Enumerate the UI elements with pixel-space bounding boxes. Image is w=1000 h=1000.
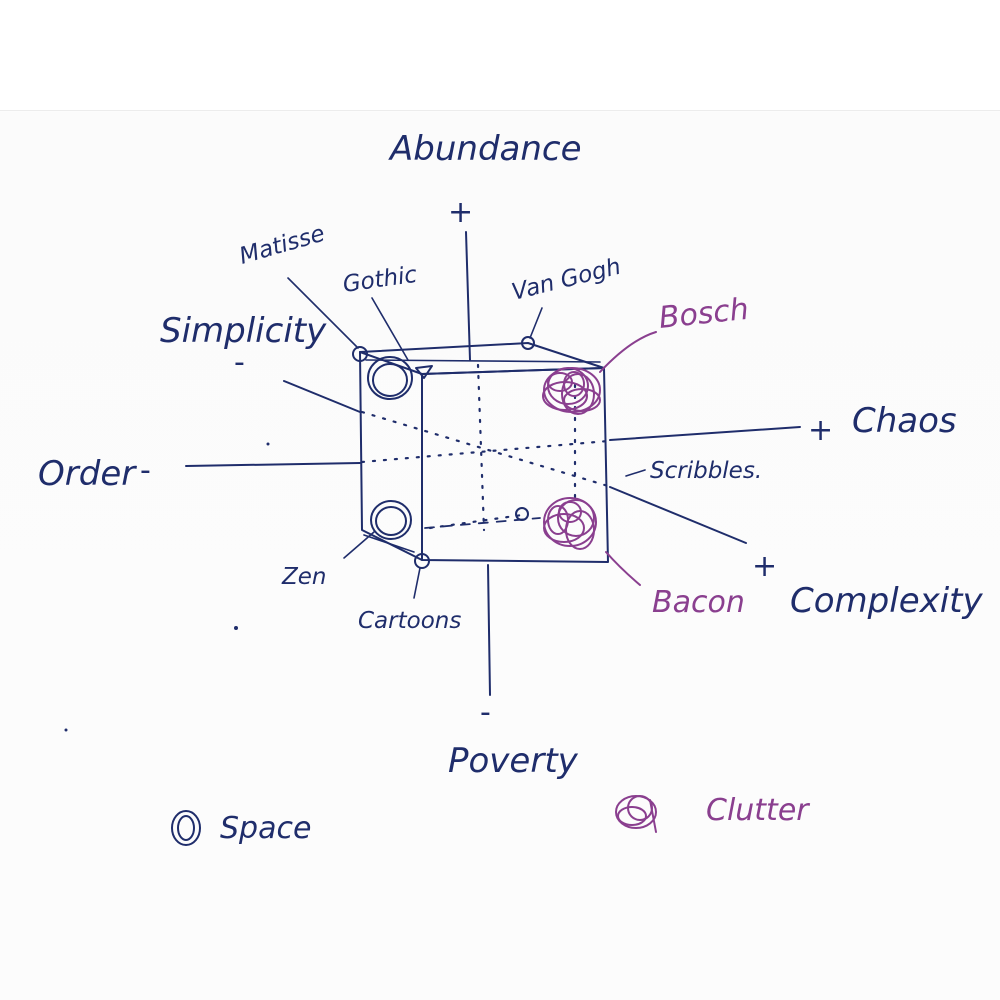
depth-axis-front — [609, 486, 747, 544]
van-gogh-corner-marker — [521, 336, 535, 350]
gothic-space-circle — [367, 356, 413, 400]
depth-axis-minus-sign: - — [234, 345, 245, 380]
bosch-leader-line — [599, 331, 657, 373]
axis-label-chaos: Chaos — [852, 401, 957, 441]
corner-label-cartoons: Cartoons — [358, 608, 461, 634]
gothic-space-circle-inner — [372, 363, 408, 397]
stray-ink-dot — [64, 728, 68, 732]
vertical-axis-lower — [487, 564, 491, 696]
legend-space-circle-icon — [171, 810, 201, 846]
legend-clutter-scribble-icon — [615, 795, 657, 833]
cube-top-inner-edge — [365, 359, 601, 363]
axis-label-order: Order — [38, 454, 137, 494]
legend-clutter-label: Clutter — [706, 793, 810, 828]
vertical-axis-plus-sign: + — [448, 195, 473, 230]
depth-axis-plus-sign: + — [752, 549, 777, 584]
corner-label-gothic: Gothic — [341, 262, 419, 298]
gothic-triangle-marker — [415, 365, 433, 379]
axis-label-complexity: Complexity — [790, 581, 984, 621]
zen-space-circle-inner — [375, 506, 407, 536]
bacon-clutter-scribble — [543, 497, 597, 550]
legend-space-label: Space — [220, 811, 311, 846]
bosch-clutter-scribble — [542, 367, 601, 415]
corner-label-van-gogh: Van Gogh — [509, 254, 623, 306]
stray-ink-dot — [234, 626, 238, 630]
legend-clutter: Clutter — [615, 793, 810, 833]
cube-front-face — [421, 367, 609, 563]
matisse-corner-marker — [352, 346, 368, 362]
vertical-axis-upper — [465, 231, 471, 361]
corner-label-bacon: Bacon — [652, 585, 745, 620]
axis-label-simplicity: Simplicity — [160, 311, 327, 351]
bacon-leader-line — [605, 551, 641, 586]
scribbles-corner-marker — [515, 507, 529, 521]
horizontal-axis-minus-sign: - — [140, 453, 151, 488]
cube-hidden-edge-bottom — [428, 513, 524, 530]
hidden-horizontal-axis — [360, 439, 610, 464]
corner-label-zen: Zen — [281, 564, 326, 590]
van-gogh-leader-line — [529, 307, 543, 339]
vertical-axis-minus-sign: - — [480, 695, 491, 730]
corner-label-matisse: Matisse — [236, 221, 327, 270]
matisse-leader-line — [287, 277, 359, 349]
hidden-depth-axis — [360, 410, 610, 488]
scribbles-leader-line — [625, 469, 646, 477]
legend-space: Space — [171, 810, 311, 846]
cube-left-bottom-edge — [363, 534, 415, 553]
axis-label-poverty: Poverty — [448, 741, 579, 781]
horizontal-axis-plus-sign: + — [808, 413, 833, 448]
zen-leader-line — [343, 531, 375, 559]
corner-label-scribbles: Scribbles. — [650, 458, 762, 484]
cartoons-leader-line — [413, 567, 421, 599]
horizontal-axis-right — [609, 426, 801, 441]
depth-axis-back — [283, 380, 361, 413]
axis-label-abundance: Abundance — [388, 129, 582, 169]
horizontal-axis-left — [185, 462, 361, 467]
zen-space-circle — [370, 500, 412, 540]
corner-label-bosch: Bosch — [657, 292, 750, 336]
cartoons-corner-marker — [414, 553, 430, 569]
gothic-leader-line — [371, 297, 409, 361]
legend-space-circle-icon-inner — [177, 815, 195, 841]
stray-ink-dot — [266, 442, 270, 446]
